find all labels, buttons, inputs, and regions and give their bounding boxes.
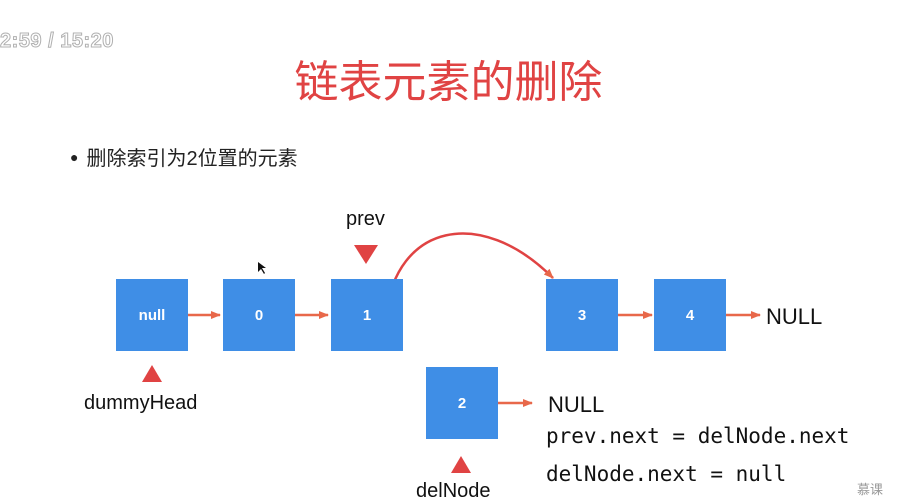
node-4: 4: [654, 279, 726, 351]
dummyhead-label: dummyHead: [84, 392, 198, 414]
bullet-point: ● 删除索引为2位置的元素: [70, 142, 298, 171]
code-line-2: delNode.next = null: [546, 462, 787, 486]
code-line-1: prev.next = delNode.next: [546, 424, 850, 448]
prev-label: prev: [346, 208, 385, 230]
node-3: 3: [546, 279, 618, 351]
node-2-deleted: 2: [426, 367, 498, 439]
arrow-prev-to-3-curve: [384, 232, 554, 316]
node-0: 0: [223, 279, 295, 351]
delnode-label: delNode: [416, 480, 491, 502]
node-1: 1: [331, 279, 403, 351]
prev-marker-icon: [354, 245, 378, 264]
dummyhead-marker-icon: [142, 365, 162, 382]
bullet-dot-icon: ●: [70, 149, 79, 165]
mouse-cursor-icon: [258, 262, 266, 274]
null-delnode-label: NULL: [548, 392, 605, 417]
node-dummy-head: null: [116, 279, 188, 351]
slide-title: 链表元素的删除: [294, 58, 603, 107]
watermark-logo: 慕课: [856, 482, 883, 497]
bullet-text: 删除索引为2位置的元素: [86, 148, 298, 170]
video-timestamp: 2:59 / 15:20: [0, 30, 114, 53]
null-tail-label: NULL: [766, 304, 823, 329]
delnode-marker-icon: [451, 456, 471, 473]
